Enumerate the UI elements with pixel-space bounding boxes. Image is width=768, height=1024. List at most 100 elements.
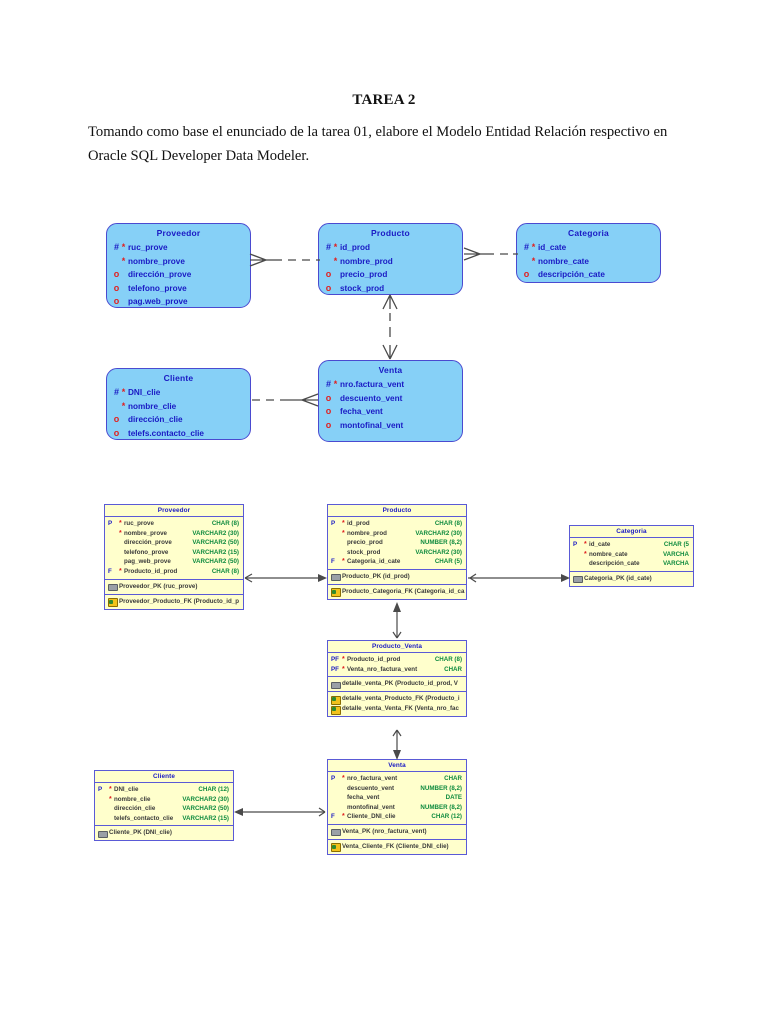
attribute-name: ruc_prove <box>128 243 168 252</box>
column-name: nro_factura_vent <box>347 775 398 782</box>
pk-icon <box>331 681 341 689</box>
key-flag: F <box>331 813 335 821</box>
column-type: VARCHAR2 (30) <box>415 548 462 556</box>
primary-key-label: Categoria_PK (id_cate) <box>584 574 652 582</box>
required-flag: * <box>584 550 587 558</box>
column-name: precio_prod <box>347 539 383 547</box>
optional-marker-icon: o <box>113 269 120 279</box>
column-type: CHAR <box>444 665 462 673</box>
entity-title: Categoria <box>567 228 609 238</box>
attribute-row: #*id_cate <box>517 241 660 255</box>
attribute-row: #*DNI_clie <box>107 386 250 400</box>
primary-key-row: Categoria_PK (id_cate) <box>570 574 693 584</box>
key-flag: P <box>108 520 113 527</box>
column-type: VARCHAR2 (30) <box>192 529 239 537</box>
column-name: id_prod <box>347 520 370 527</box>
fk-icon <box>331 705 341 715</box>
required-marker-icon: * <box>121 400 126 411</box>
column-type: CHAR (8) <box>434 520 462 527</box>
table-title: Cliente <box>95 771 233 783</box>
pk-marker-icon: # <box>325 379 331 389</box>
attribute-name: id_prod <box>340 243 371 252</box>
pk-marker-icon: # <box>325 242 331 252</box>
key-flag: PF <box>331 665 339 673</box>
foreign-key-row: Producto_Categoria_FK (Categoria_id_ca <box>328 587 466 598</box>
column-type: VARCHAR2 (15) <box>192 548 239 556</box>
required-flag: * <box>342 813 345 821</box>
required-flag: * <box>342 775 345 782</box>
foreign-key-label: Venta_Cliente_FK (Cliente_DNI_clie) <box>342 842 449 850</box>
fk-icon <box>331 588 341 598</box>
attribute-name: DNI_clie <box>128 388 161 397</box>
key-flag: P <box>331 775 336 782</box>
column-name: nombre_cate <box>589 550 628 558</box>
fk-icon <box>331 843 341 853</box>
column-type: CHAR (5 <box>663 541 689 548</box>
optional-marker-icon: o <box>325 282 332 293</box>
required-marker-icon: * <box>121 387 126 397</box>
column-name: nombre_clie <box>114 795 151 803</box>
required-marker-icon: * <box>333 255 338 266</box>
optional-marker-icon: o <box>113 296 120 306</box>
key-flag: P <box>573 541 578 548</box>
entity-title: Venta <box>378 365 403 375</box>
primary-key-row: detalle_venta_PK (Producto_id_prod, V <box>328 679 466 689</box>
attribute-name: descuento_vent <box>340 393 403 403</box>
primary-key-label: Producto_PK (id_prod) <box>342 572 410 580</box>
attribute-name: descripción_cate <box>538 270 605 279</box>
optional-marker-icon: o <box>113 282 120 293</box>
column-name: Categoria_id_cate <box>347 558 401 566</box>
foreign-key-label: detalle_venta_Venta_FK (Venta_nro_fac <box>342 705 459 713</box>
pk-icon <box>573 575 583 584</box>
column-name: nombre_prove <box>124 529 167 537</box>
fk-icon <box>331 695 341 705</box>
column-type: CHAR (5) <box>434 558 462 566</box>
column-name: montofinal_vent <box>347 803 395 811</box>
entity-title: Proveedor <box>156 228 201 238</box>
column-type: VARCHAR2 (50) <box>182 805 229 813</box>
required-marker-icon: * <box>531 242 536 252</box>
column-type: NUMBER (8,2) <box>420 784 462 792</box>
attribute-name: stock_prod <box>340 283 385 293</box>
pk-marker-icon: # <box>523 242 529 252</box>
table-foreign-keys: Proveedor_Producto_FK (Producto_id_p <box>105 595 243 609</box>
column-type: VARCHAR2 (30) <box>415 529 462 537</box>
column-name: fecha_vent <box>347 794 380 802</box>
column-name: dirección_prove <box>124 539 172 547</box>
entity-title: Producto <box>371 228 410 238</box>
attribute-row: o stock_prod <box>319 282 462 296</box>
table-primary-keys: detalle_venta_PK (Producto_id_prod, V <box>328 677 466 693</box>
required-marker-icon: * <box>531 255 536 266</box>
